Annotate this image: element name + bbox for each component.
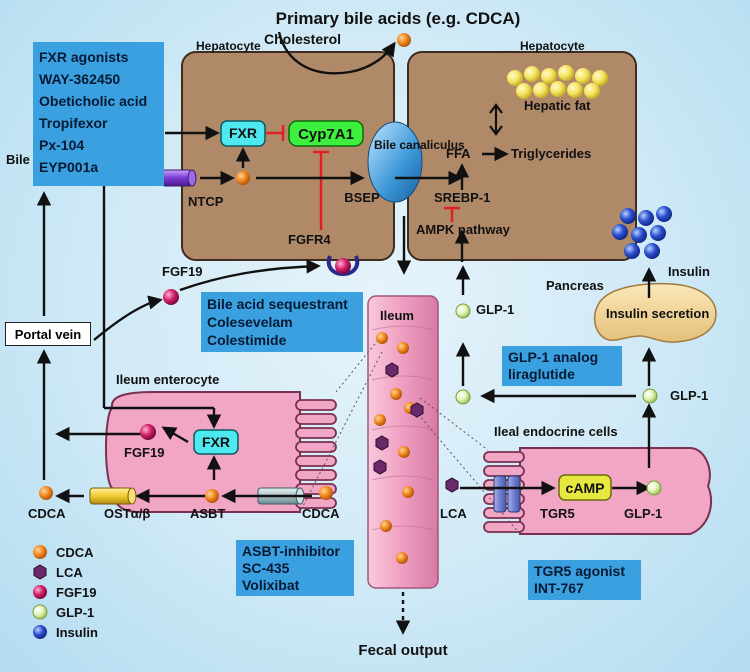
hepatocyte-left-label: Hepatocyte	[196, 39, 261, 53]
ileal-endocrine-cell	[519, 447, 713, 535]
tgr5-agonist-box: TGR5 agonist INT-767	[528, 560, 641, 600]
fxr-enterocyte-box	[193, 429, 239, 455]
triglycerides-label: Triglycerides	[511, 146, 591, 161]
portal-vein-box: Portal vein	[5, 322, 91, 346]
cyp7a1-box	[288, 120, 364, 147]
camp-label: cAMP	[566, 480, 605, 496]
ost-label: OSTα/β	[104, 506, 150, 521]
fxr-agonist-item: Px-104	[39, 137, 85, 153]
ntcp-transporter	[161, 169, 197, 187]
fxr-liver-label: FXR	[229, 125, 257, 141]
glp1-analog-item: liraglutide	[508, 366, 575, 382]
ampk-label: AMPK pathway	[416, 222, 511, 237]
title: Primary bile acids (e.g. CDCA)	[276, 9, 521, 28]
legend-lca-icon	[33, 564, 47, 580]
fecal-output-label: Fecal output	[358, 642, 447, 659]
hepatocyte-right-label: Hepatocyte	[520, 39, 585, 53]
flow-arrows	[36, 31, 657, 504]
legend-insulin-label: Insulin	[56, 625, 98, 640]
sequestrant-item: Colestimide	[207, 332, 287, 348]
hepatic-fat-droplets	[507, 65, 608, 99]
insulin-secretion-label: Insulin secretion	[606, 306, 709, 321]
fxr-agonist-item: WAY-362450	[39, 71, 121, 87]
bile-canaliculus-label: Bile canaliculus	[374, 138, 465, 152]
fgfr4-label: FGFR4	[288, 232, 331, 247]
ileum-enterocyte-label: Ileum enterocyte	[116, 372, 219, 387]
camp-box	[558, 474, 612, 501]
tgr5-agonist-title: TGR5 agonist	[534, 563, 626, 579]
legend-fgf19-label: FGF19	[56, 585, 96, 600]
ileum-label: Ileum	[380, 308, 414, 323]
pancreas-organ	[593, 282, 717, 343]
legend-glp1-label: GLP-1	[56, 605, 94, 620]
srebp1-label: SREBP-1	[434, 190, 490, 205]
ost-transporter	[89, 487, 137, 505]
fgf19-molecules	[140, 289, 179, 440]
legend-lca-label: LCA	[56, 565, 83, 580]
glp1-molecules	[455, 303, 662, 496]
bile-canaliculus	[367, 121, 423, 203]
asbt-label: ASBT	[190, 506, 225, 521]
legend-icons	[32, 545, 48, 639]
fxr-agonist-item: EYP001a	[39, 159, 99, 175]
cyp7a1-label: Cyp7A1	[298, 126, 354, 143]
glp1-analog-box: GLP-1 analog liraglutide	[502, 346, 622, 386]
fxr-agonist-item: Obeticholic acid	[39, 93, 148, 109]
ntcp-label: NTCP	[188, 194, 224, 209]
legend-insulin-icon	[33, 625, 47, 639]
fat-triglyceride-double-arrow	[489, 103, 503, 136]
legend-cdca-label: CDCA	[56, 545, 94, 560]
cdca-left-label: CDCA	[28, 506, 66, 521]
legend-fgf19-icon	[33, 585, 47, 599]
insulin-molecules	[612, 206, 672, 259]
lca-label: LCA	[440, 506, 467, 521]
tgr5-label: TGR5	[540, 506, 575, 521]
bile-acid-sequestrant-box: Bile acid sequestrant Colesevelam Colest…	[201, 292, 363, 352]
hepatocyte-left-cell	[181, 51, 395, 261]
sequestrant-item: Colesevelam	[207, 314, 293, 330]
hepatic-fat-label: Hepatic fat	[524, 98, 591, 113]
bsep-label: BSEP	[344, 190, 380, 205]
fxr-agonist-item: Tropifexor	[39, 115, 108, 131]
tgr5-agonist-item: INT-767	[534, 580, 584, 596]
glp1-top-label: GLP-1	[476, 302, 514, 317]
legend-glp1-icon	[32, 604, 48, 620]
glp1-cell-label: GLP-1	[624, 506, 662, 521]
asbt-inhibitor-item: Volixibat	[242, 577, 300, 593]
fxr-liver-box	[220, 120, 266, 147]
inhibition-markers	[266, 125, 460, 230]
asbt-inhibitor-title: ASBT-inhibitor	[242, 543, 340, 559]
portal-vein-label: Portal vein	[14, 326, 82, 342]
ileal-endocrine-label: Ileal endocrine cells	[494, 424, 618, 439]
pancreas-label: Pancreas	[546, 278, 604, 293]
glp1-right-label: GLP-1	[670, 388, 708, 403]
legend-cdca-icon	[33, 545, 47, 559]
sequestrant-title: Bile acid sequestrant	[207, 296, 348, 312]
fxr-agonists-title: FXR agonists	[39, 49, 129, 65]
fgf19-top-label: FGF19	[162, 264, 202, 279]
cdca-enterocyte-label: CDCA	[302, 506, 340, 521]
fxr-enterocyte-label: FXR	[202, 434, 230, 450]
tgr5-receptor	[493, 475, 521, 513]
cholesterol-label: Cholesterol	[264, 31, 341, 47]
fgf19-enterocyte-label: FGF19	[124, 445, 164, 460]
asbt-inhibitor-item: SC-435	[242, 560, 290, 576]
legend: CDCA LCA FGF19 GLP-1 Insulin	[56, 545, 98, 640]
glp1-analog-title: GLP-1 analog	[508, 349, 599, 365]
fxr-agonists-box: FXR agonists WAY-362450 Obeticholic acid…	[33, 42, 164, 186]
insulin-top-label: Insulin	[668, 264, 710, 279]
zoom-dotted-lines	[299, 339, 521, 535]
fgfr4-receptor	[326, 255, 360, 277]
lca-molecules	[373, 362, 459, 493]
asbt-inhibitor-box: ASBT-inhibitor SC-435 Volixibat	[236, 540, 354, 596]
ffa-label: FFA	[446, 146, 471, 161]
